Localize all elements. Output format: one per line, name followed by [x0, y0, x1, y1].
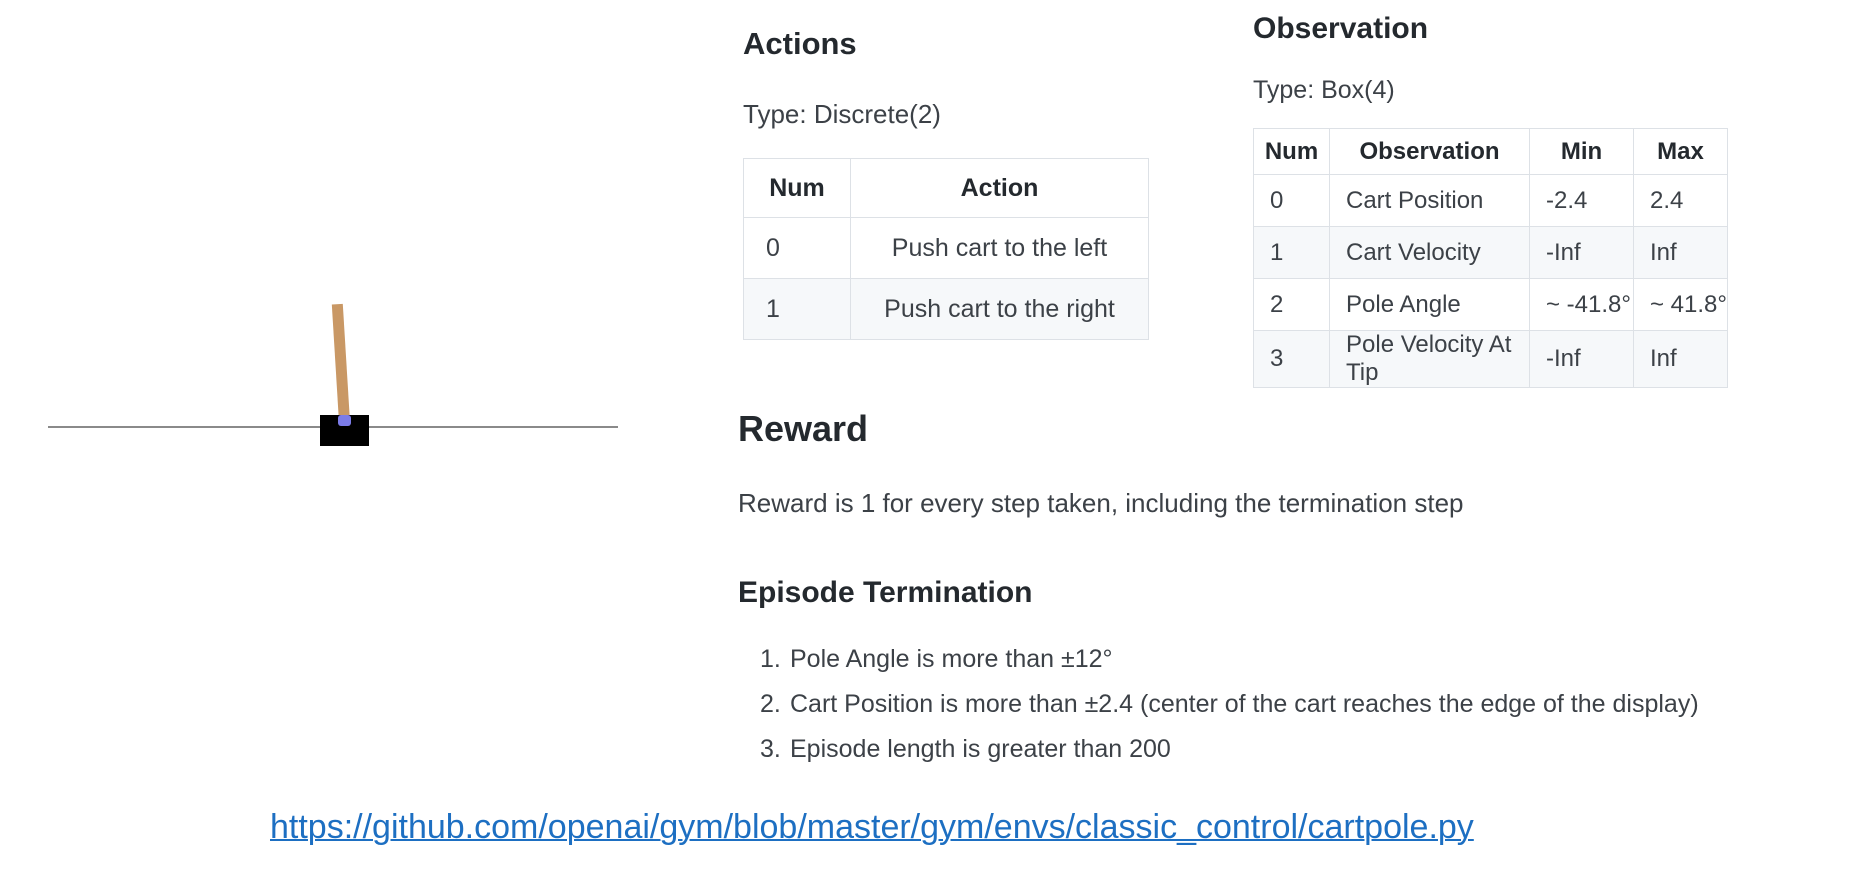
observation-row3-name: Pole Velocity At Tip [1329, 330, 1530, 388]
actions-header-num: Num [743, 158, 851, 218]
observation-header-min: Min [1529, 128, 1634, 175]
list-item-text: Cart Position is more than ±2.4 (center … [790, 690, 1699, 718]
table-row: 0 Cart Position -2.4 2.4 [1253, 174, 1728, 227]
observation-header-num: Num [1253, 128, 1330, 175]
observation-row0-num: 0 [1253, 174, 1330, 227]
list-item-text: Episode length is greater than 200 [790, 735, 1171, 763]
observation-row3-min: -Inf [1529, 330, 1634, 388]
cartpole-pole-axle [338, 415, 351, 426]
observation-header-max: Max [1633, 128, 1728, 175]
observation-row1-num: 1 [1253, 226, 1330, 279]
cartpole-pole [331, 303, 350, 423]
actions-heading: Actions [743, 26, 857, 61]
observation-row2-name: Pole Angle [1329, 278, 1530, 331]
list-item-number: 3. [760, 735, 781, 763]
actions-row0-num: 0 [743, 217, 851, 279]
observation-row0-min: -2.4 [1529, 174, 1634, 227]
observation-heading: Observation [1253, 12, 1429, 45]
observation-row0-name: Cart Position [1329, 174, 1530, 227]
actions-table-header-row: Num Action [743, 158, 1149, 218]
observation-row1-max: Inf [1633, 226, 1728, 279]
termination-list-item: 3. Episode length is greater than 200 [760, 735, 1171, 764]
observation-type-line: Type: Box(4) [1253, 76, 1395, 104]
observation-table: Num Observation Min Max 0 Cart Position … [1253, 128, 1728, 388]
table-row: 1 Push cart to the right [743, 278, 1149, 340]
actions-row0-action: Push cart to the left [850, 217, 1149, 279]
termination-list-item: 2. Cart Position is more than ±2.4 (cente… [760, 690, 1699, 719]
observation-header-observation: Observation [1329, 128, 1530, 175]
table-row: 0 Push cart to the left [743, 217, 1149, 279]
list-item-number: 1. [760, 645, 781, 673]
table-row: 2 Pole Angle ~ -41.8° ~ 41.8° [1253, 278, 1728, 331]
table-row: 1 Cart Velocity -Inf Inf [1253, 226, 1728, 279]
observation-row2-min: ~ -41.8° [1529, 278, 1634, 331]
observation-row3-max: Inf [1633, 330, 1728, 388]
observation-row2-max: ~ 41.8° [1633, 278, 1728, 331]
list-item-number: 2. [760, 690, 781, 718]
termination-list-item: 1. Pole Angle is more than ±12° [760, 645, 1113, 674]
actions-type-line: Type: Discrete(2) [743, 99, 941, 129]
observation-row1-min: -Inf [1529, 226, 1634, 279]
actions-row1-action: Push cart to the right [850, 278, 1149, 340]
observation-row2-num: 2 [1253, 278, 1330, 331]
list-item-text: Pole Angle is more than ±12° [790, 645, 1113, 673]
actions-header-action: Action [850, 158, 1149, 218]
reward-heading: Reward [738, 408, 869, 449]
actions-row1-num: 1 [743, 278, 851, 340]
observation-row0-max: 2.4 [1633, 174, 1728, 227]
reward-body-text: Reward is 1 for every step taken, includ… [738, 488, 1464, 518]
table-row: 3 Pole Velocity At Tip -Inf Inf [1253, 330, 1728, 388]
observation-row1-name: Cart Velocity [1329, 226, 1530, 279]
observation-row3-num: 3 [1253, 330, 1330, 388]
actions-table: Num Action 0 Push cart to the left 1 Pus… [743, 158, 1149, 340]
github-cartpole-source-link[interactable]: https://github.com/openai/gym/blob/maste… [270, 808, 1474, 846]
episode-termination-heading: Episode Termination [738, 576, 1033, 609]
observation-table-header-row: Num Observation Min Max [1253, 128, 1728, 175]
